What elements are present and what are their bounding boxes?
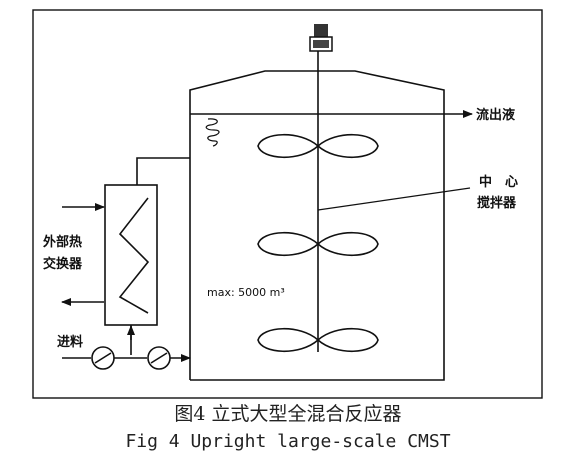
caption-chinese: 图4 立式大型全混合反应器	[174, 403, 401, 425]
reactor-vessel	[189, 70, 445, 381]
outflow-label: 流出液	[476, 107, 515, 123]
impeller-bottom	[257, 328, 379, 352]
agitator-label-line1: 中 心	[479, 174, 518, 190]
motor-icon	[309, 24, 333, 52]
agitator-leader	[317, 187, 471, 211]
heat-exchanger-label-line2: 交换器	[43, 256, 83, 272]
feed-label: 进料	[57, 334, 83, 350]
pump-1-icon	[91, 346, 115, 370]
return-pipe	[136, 157, 190, 185]
impeller-middle	[257, 232, 379, 256]
surface-ripple-icon	[205, 118, 220, 147]
capacity-label: max: 5000 m³	[207, 286, 285, 299]
pump-2-icon	[147, 346, 171, 370]
impeller-top	[257, 134, 379, 158]
caption-english: Fig 4 Upright large-scale CMST	[125, 431, 450, 452]
agitator-label-line2: 搅拌器	[477, 195, 517, 211]
heat-exchanger-label-line1: 外部热	[42, 234, 82, 250]
heat-exchanger	[104, 184, 158, 326]
